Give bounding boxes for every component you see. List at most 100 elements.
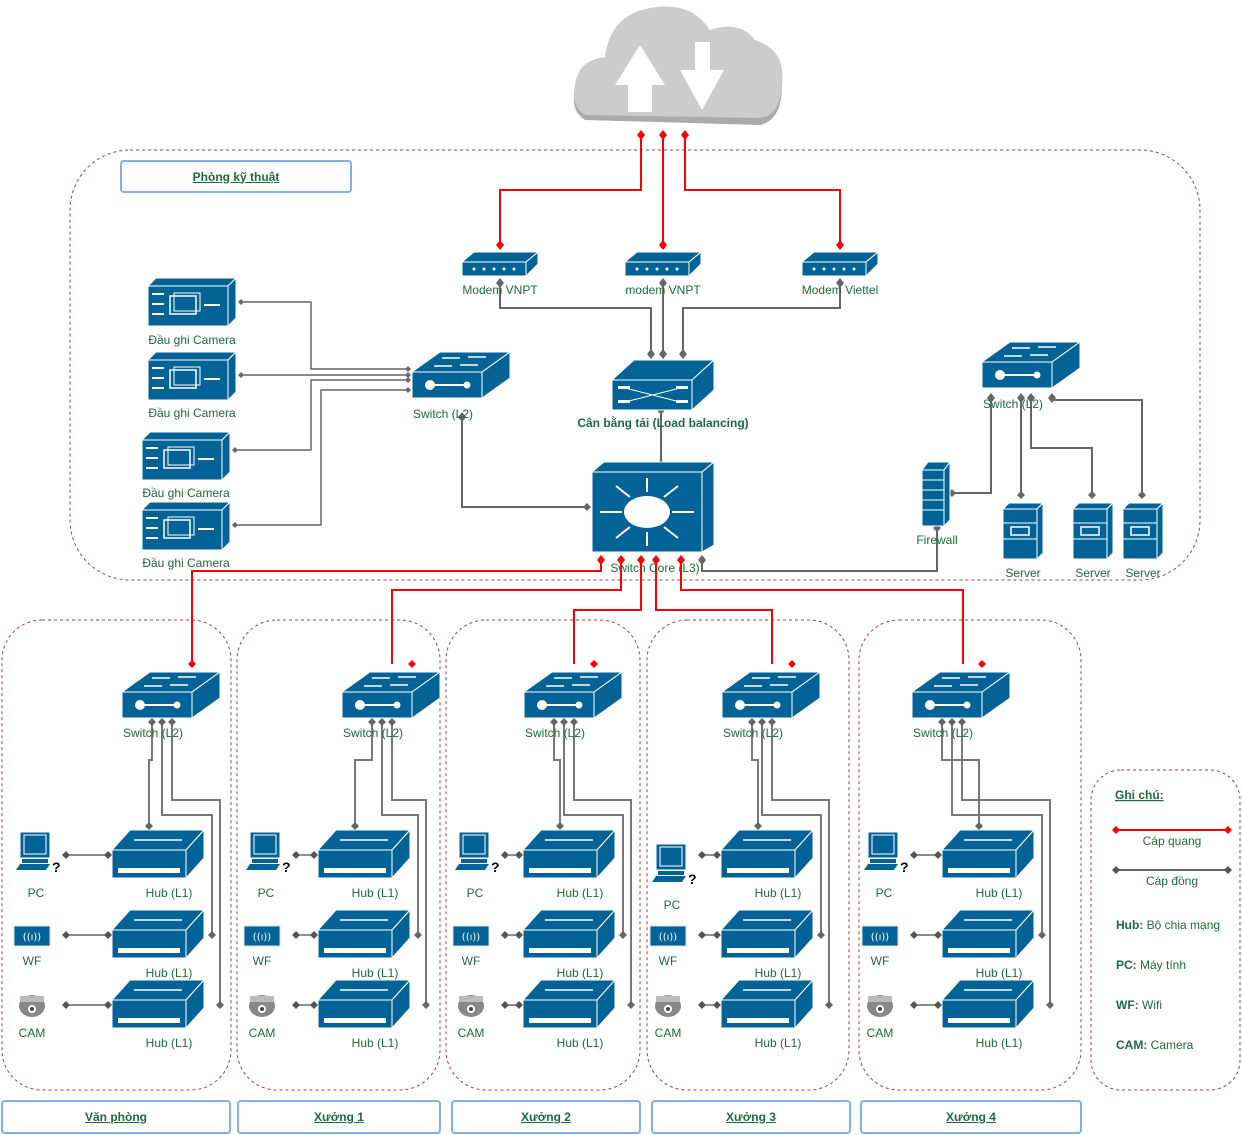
cam-label: CAM xyxy=(655,1026,682,1040)
zone-title-2: Xưởng 2 xyxy=(451,1100,641,1134)
legend-item-hub: Hub: Bộ chia mạng xyxy=(1116,918,1220,932)
server-switch xyxy=(981,341,1081,389)
fiber-connectors-core xyxy=(597,555,685,565)
hub-label: Hub (L1) xyxy=(146,966,193,980)
zone-title-text: Xưởng 2 xyxy=(521,1110,571,1124)
hub xyxy=(317,829,411,879)
zone-copper-cables xyxy=(941,722,1051,1005)
zone-title-text: Xưởng 1 xyxy=(314,1110,364,1124)
zone-switch xyxy=(341,671,441,719)
cloud-upload-download-icon xyxy=(573,6,783,126)
camera-recorder-4 xyxy=(141,501,231,551)
cam-label: CAM xyxy=(249,1026,276,1040)
pc-label: PC xyxy=(258,886,275,900)
hub-label: Hub (L1) xyxy=(557,1036,604,1050)
wf-label: WF xyxy=(253,954,272,968)
hub-label: Hub (L1) xyxy=(976,886,1023,900)
recorder-3-label: Đầu ghi Camera xyxy=(142,486,230,500)
cam-label: CAM xyxy=(458,1026,485,1040)
wifi-icon xyxy=(649,925,687,947)
legend-copper-label: Cáp đồng xyxy=(1146,874,1198,888)
server-2 xyxy=(1072,502,1114,560)
pc-icon xyxy=(651,843,698,888)
zone-2: Switch (L2)Hub (L1)Hub (L1)Hub (L1)PCWFC… xyxy=(452,660,635,1050)
hub-label: Hub (L1) xyxy=(352,886,399,900)
legend-item-cam: CAM: Camera xyxy=(1116,1038,1194,1052)
pc-icon xyxy=(245,831,292,876)
tech-room-title: Phòng kỹ thuật xyxy=(120,160,352,193)
pc-icon xyxy=(15,831,62,876)
camera-icon xyxy=(249,995,275,1017)
zone-copper-cables xyxy=(751,722,830,1005)
hub xyxy=(522,829,616,879)
core-switch xyxy=(590,460,716,553)
hub xyxy=(941,979,1035,1029)
recorder-1-label: Đầu ghi Camera xyxy=(148,333,236,347)
zone-switch-label: Switch (L2) xyxy=(913,726,973,740)
zone-switch xyxy=(121,671,221,719)
hub-label: Hub (L1) xyxy=(146,1036,193,1050)
zone-1: Switch (L2) Hub (L1) Hub (L1) Hub (L1) PC WF C… xyxy=(243,660,441,1050)
recorder-4-label: Đầu ghi Camera xyxy=(142,556,230,570)
zone-title-text: Văn phòng xyxy=(85,1110,147,1124)
zone-title-text: Xưởng 4 xyxy=(946,1110,996,1124)
camera-icon xyxy=(867,995,893,1017)
zone-title-1: Xưởng 1 xyxy=(237,1100,441,1134)
modem-2 xyxy=(624,251,702,277)
firewall-icon xyxy=(921,460,951,528)
hub-label: Hub (L1) xyxy=(976,966,1023,980)
wifi-icon xyxy=(13,925,51,947)
camera-icon xyxy=(655,995,681,1017)
zone-borders xyxy=(1,619,1241,1091)
hub xyxy=(111,909,205,959)
zone-switch xyxy=(523,671,623,719)
wf-label: WF xyxy=(23,954,42,968)
pc-label: PC xyxy=(28,886,45,900)
hub xyxy=(522,909,616,959)
zone-title-text: Xưởng 3 xyxy=(726,1110,776,1124)
tech-room-title-text: Phòng kỹ thuật xyxy=(192,169,280,184)
hub xyxy=(111,829,205,879)
hub xyxy=(720,979,814,1029)
pc-icon xyxy=(863,831,910,876)
modem-1-label: Modem VNPT xyxy=(462,283,538,297)
hub xyxy=(941,909,1035,959)
hub-label: Hub (L1) xyxy=(557,966,604,980)
hub xyxy=(522,979,616,1029)
zone-title-0: Văn phòng xyxy=(1,1100,231,1134)
server-2-label: Server xyxy=(1075,566,1110,580)
zone-title-3: Xưởng 3 xyxy=(651,1100,851,1134)
pc-icon xyxy=(454,831,501,876)
hub xyxy=(720,829,814,879)
legend-title: Ghi chú: xyxy=(1115,788,1164,802)
wf-label: WF xyxy=(462,954,481,968)
zone-title-4: Xưởng 4 xyxy=(860,1100,1082,1134)
camera-icon xyxy=(458,995,484,1017)
pc-label: PC xyxy=(664,898,681,912)
load-balancer xyxy=(610,358,716,412)
hub-label: Hub (L1) xyxy=(755,886,802,900)
camera-recorder-1 xyxy=(147,277,237,327)
legend: Ghi chú: Cáp quang Cáp đồng Hub: Bộ chia… xyxy=(1112,788,1232,1052)
zone-switch-label: Switch (L2) xyxy=(343,726,403,740)
server-1 xyxy=(1002,502,1044,560)
modem-3-label: Modem Viettel xyxy=(802,283,878,297)
modem-3 xyxy=(801,251,879,277)
zone-switch xyxy=(911,671,1011,719)
cam-label: CAM xyxy=(867,1026,894,1040)
fiber-connectors xyxy=(496,130,844,250)
hub-label: Hub (L1) xyxy=(352,966,399,980)
modem-1 xyxy=(461,251,539,277)
server-3-label: Server xyxy=(1125,566,1160,580)
copper-cables-tech-room xyxy=(461,282,1143,572)
hub xyxy=(317,909,411,959)
pc-label: PC xyxy=(467,886,484,900)
legend-item-pc: PC: Máy tính xyxy=(1116,958,1186,972)
legend-fiber-label: Cáp quang xyxy=(1143,834,1202,848)
zones-layer: Switch (L2) Hub (L1) Hub (L1) Hub (L1) PC WF C… xyxy=(13,660,1054,1050)
hub-label: Hub (L1) xyxy=(352,1036,399,1050)
zone-copper-cables xyxy=(354,722,427,1005)
server-1-label: Server xyxy=(1005,566,1040,580)
zone-copper-cables xyxy=(148,722,221,1005)
